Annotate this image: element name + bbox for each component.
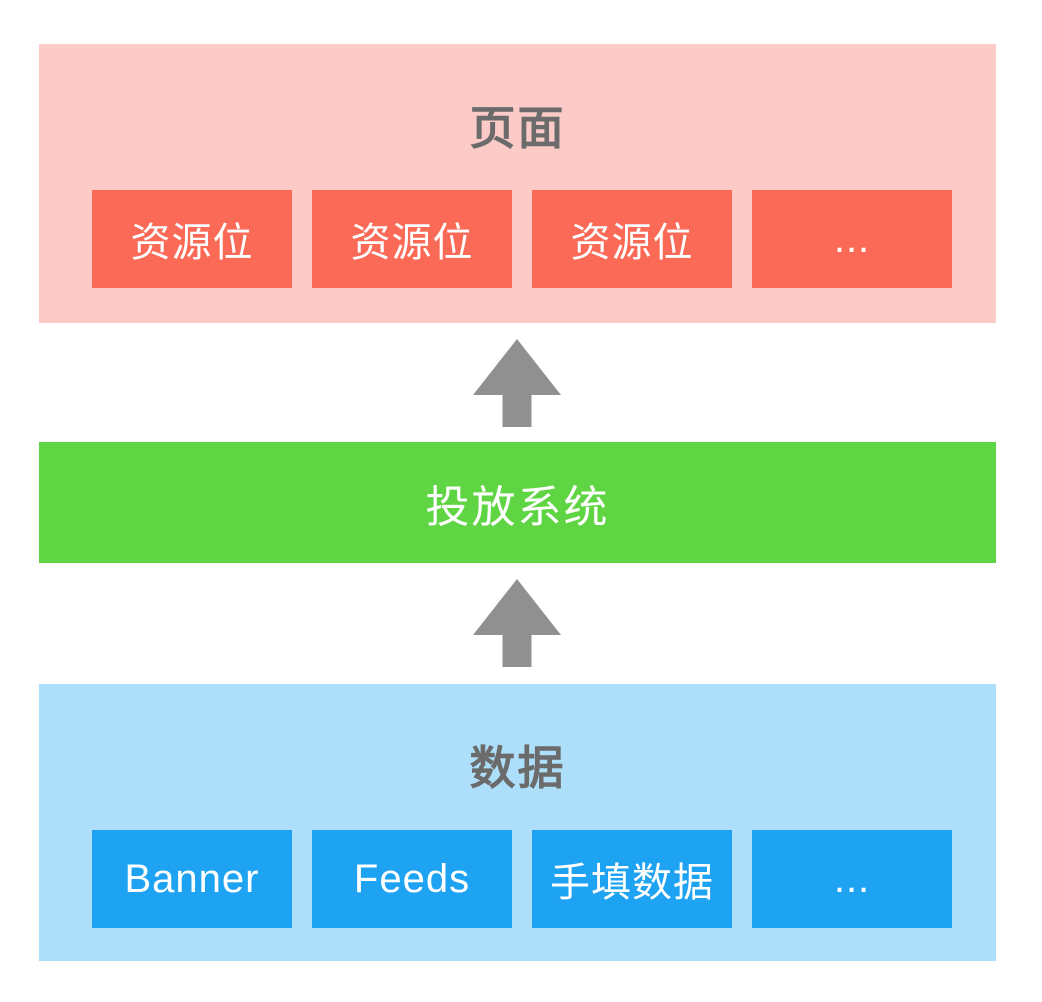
data-layer-panel: 数据 Banner Feeds 手填数据 ... xyxy=(39,684,996,961)
data-source-box: Feeds xyxy=(312,830,512,928)
data-layer-title: 数据 xyxy=(469,742,566,794)
page-layer-panel: 页面 资源位 资源位 资源位 ... xyxy=(39,44,996,323)
resource-slot-more-box: ... xyxy=(752,190,952,288)
delivery-system-panel: 投放系统 xyxy=(39,442,996,563)
data-source-box: 手填数据 xyxy=(532,830,732,928)
delivery-system-title: 投放系统 xyxy=(425,482,610,532)
data-source-box: Banner xyxy=(92,830,292,928)
resource-slot-box: 资源位 xyxy=(312,190,512,288)
data-source-row: Banner Feeds 手填数据 ... xyxy=(92,830,952,928)
resource-slot-box: 资源位 xyxy=(92,190,292,288)
data-source-more-box: ... xyxy=(752,830,952,928)
page-layer-title: 页面 xyxy=(469,102,566,154)
arrow-up-icon xyxy=(473,579,561,667)
resource-slot-box: 资源位 xyxy=(532,190,732,288)
arrow-up-icon xyxy=(473,339,561,427)
resource-slot-row: 资源位 资源位 资源位 ... xyxy=(92,190,952,288)
